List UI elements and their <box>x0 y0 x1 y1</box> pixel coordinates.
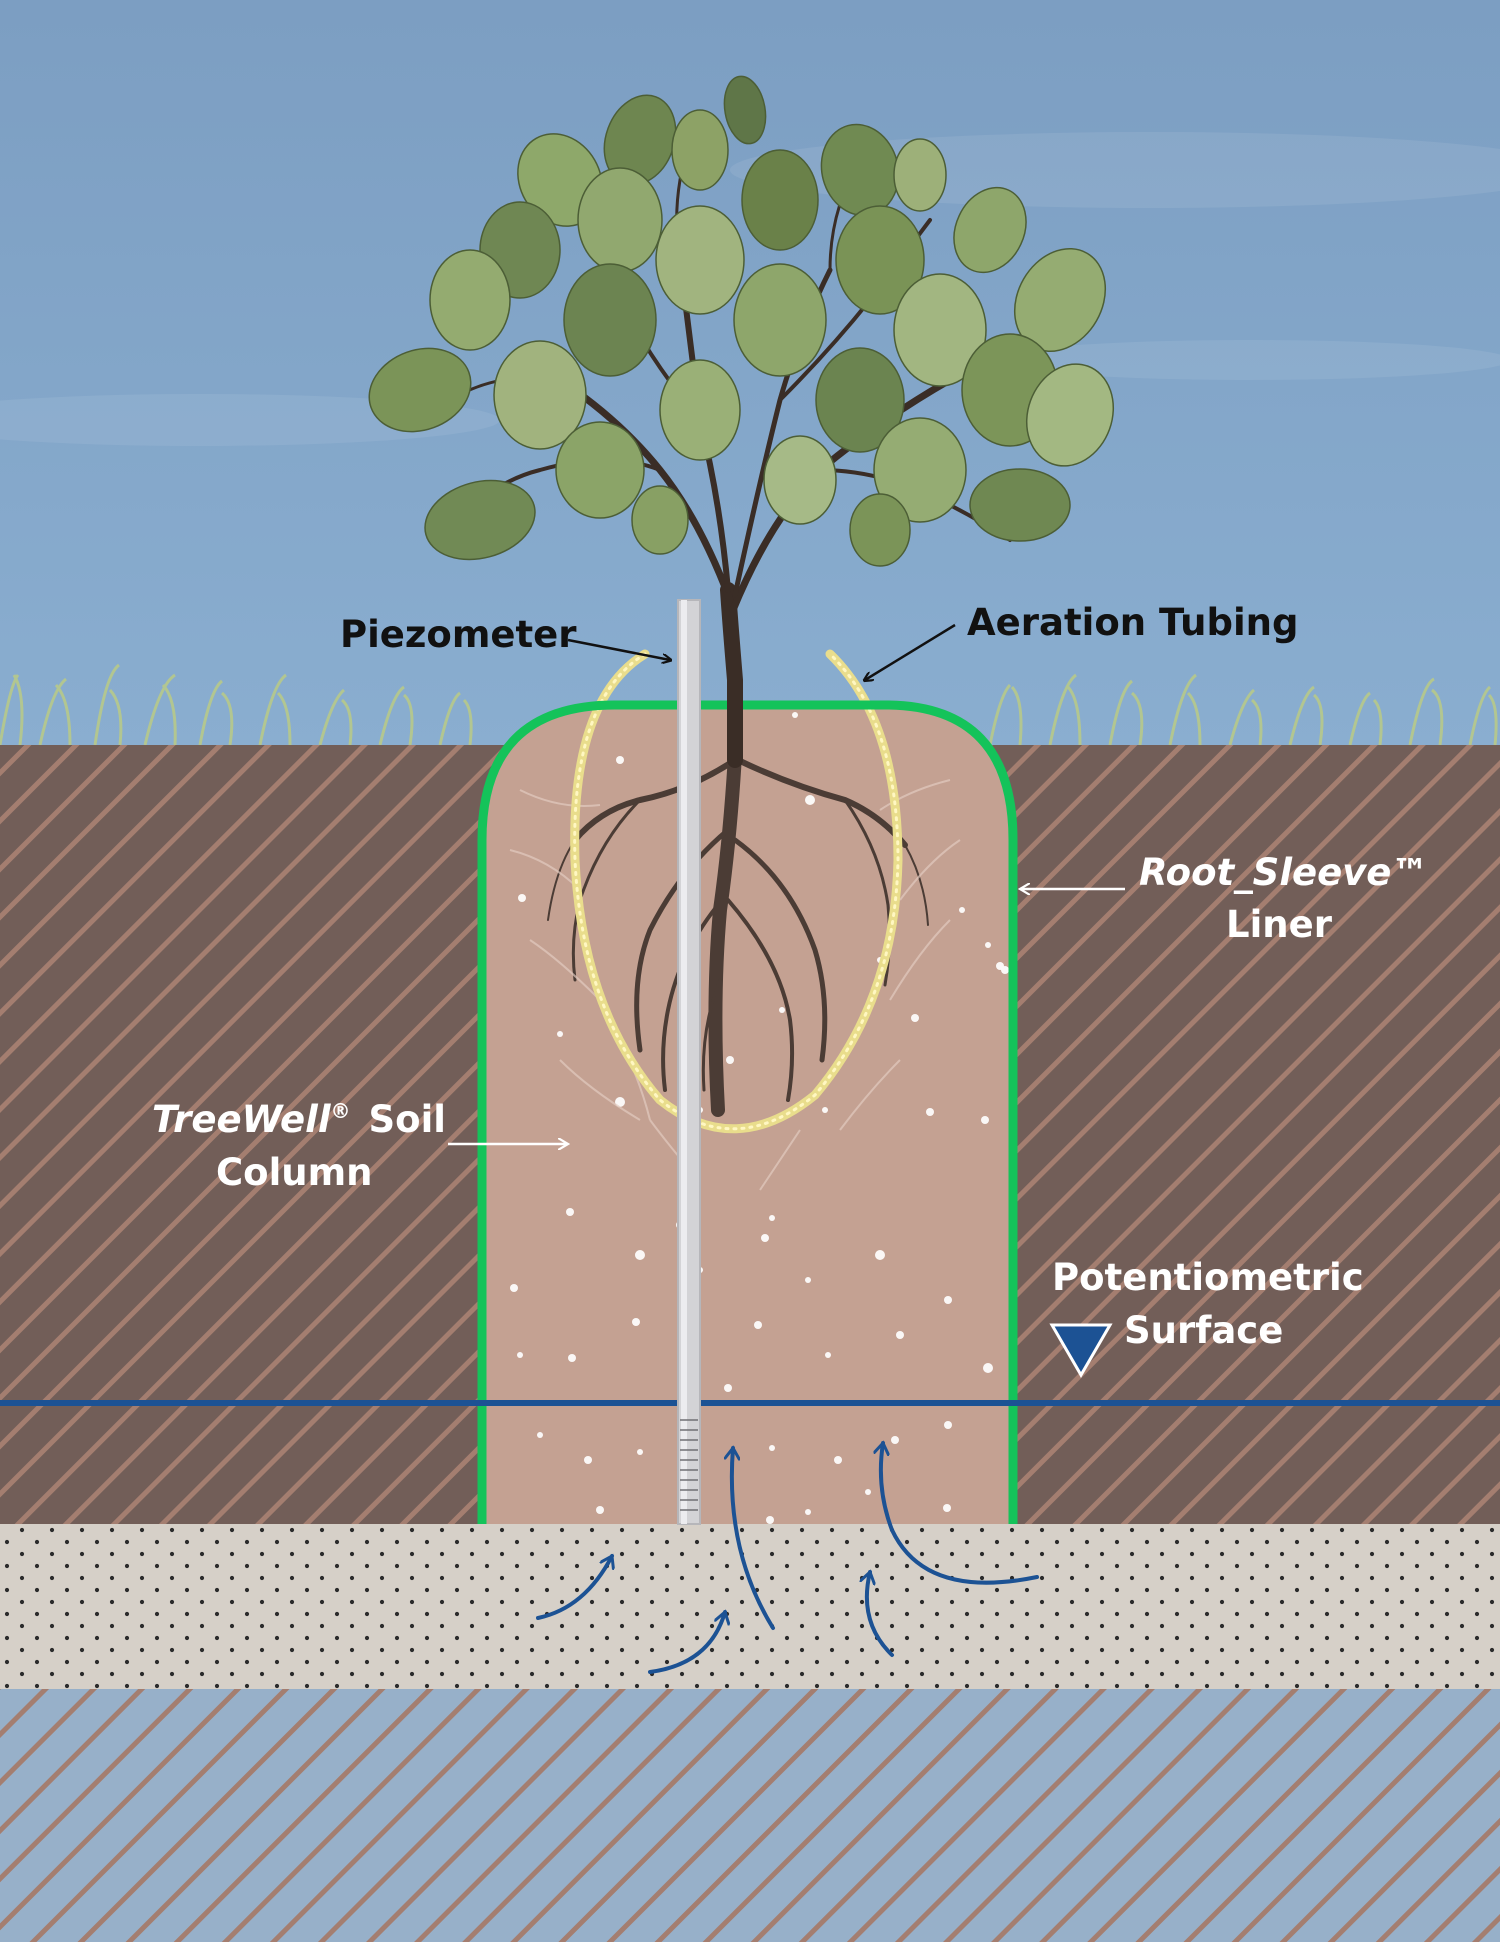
aeration-tubing-texture <box>573 652 900 1131</box>
treewell-label-line2: Column <box>216 1151 373 1194</box>
treewell-name: TreeWell <box>152 1098 332 1141</box>
piezometer-screen <box>680 1419 698 1511</box>
aeration-tubing-label: Aeration Tubing <box>967 601 1298 644</box>
treewell-soil-column <box>482 705 1013 1524</box>
potentiometric-label-line2: Surface <box>1124 1309 1283 1352</box>
bedrock-layer <box>0 1689 1500 1942</box>
gravel-layer <box>0 1524 1500 1689</box>
treewell-soil-word: Soil <box>369 1098 446 1141</box>
fine-roots <box>509 779 961 1191</box>
aeration-callout-arrow <box>865 623 956 680</box>
groundwater-flow-arrows <box>536 1443 1039 1674</box>
root-sleeve-label-line2: Liner <box>1226 903 1333 946</box>
grass-right <box>988 673 1498 746</box>
root-sleeve-label: Root_Sleeve™ <box>1139 851 1428 894</box>
tree-canopy <box>368 75 1115 567</box>
root-sleeve-liner <box>477 700 1018 1524</box>
soil-speckles <box>510 712 1009 1524</box>
treewell-registered-mark: ® <box>331 1099 351 1123</box>
piezometer-label: Piezometer <box>340 613 577 656</box>
grass-left <box>0 663 473 746</box>
treewell-label: TreeWell® Soil <box>152 1098 446 1141</box>
piezometer-callout-arrow <box>567 638 670 660</box>
water-table-triangle-icon <box>1049 1323 1113 1378</box>
potentiometric-label: Potentiometric <box>1052 1256 1364 1299</box>
piezometer-highlight <box>681 600 687 1524</box>
